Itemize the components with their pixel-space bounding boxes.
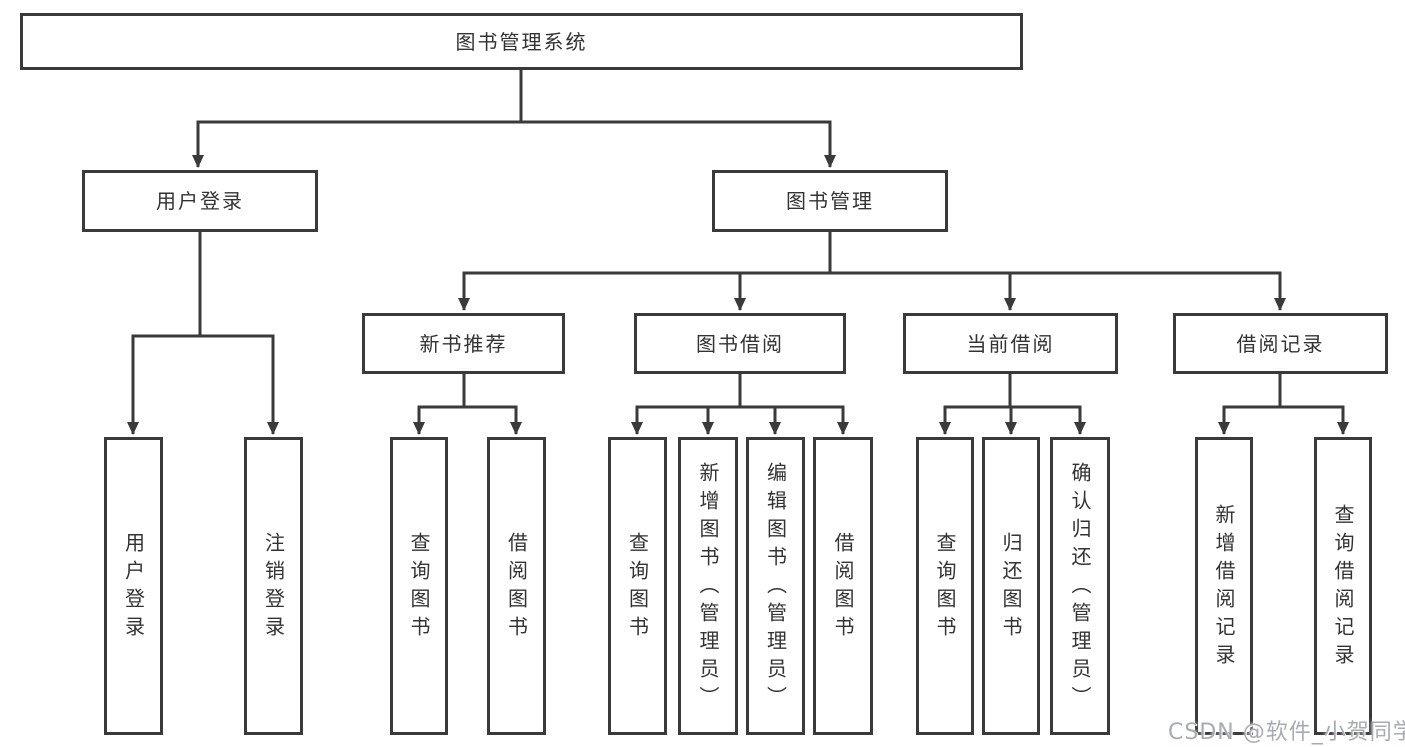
leaf-bb-query-books: 查询图书 xyxy=(608,437,667,735)
node-new-book-recommend: 新书推荐 xyxy=(362,313,565,374)
leaf-cb-return-books: 归还图书 xyxy=(982,437,1040,735)
leaf-logout: 注销登录 xyxy=(244,437,303,735)
leaf-br-query-record: 查询借阅记录 xyxy=(1314,437,1372,735)
leaf-br-add-record: 新增借阅记录 xyxy=(1195,437,1253,735)
connector-lines xyxy=(127,70,1349,435)
node-library-management-system: 图书管理系统 xyxy=(20,13,1023,70)
leaf-rec-borrow-books: 借阅图书 xyxy=(487,437,546,735)
node-book-borrow: 图书借阅 xyxy=(634,313,846,374)
leaf-bb-borrow-books: 借阅图书 xyxy=(813,437,873,735)
node-current-borrow: 当前借阅 xyxy=(903,313,1118,374)
node-borrow-record: 借阅记录 xyxy=(1173,313,1388,374)
leaf-cb-query-books: 查询图书 xyxy=(916,437,974,735)
leaf-cb-confirm-return-admin: 确认归还（管理员） xyxy=(1050,437,1110,735)
node-user-login: 用户登录 xyxy=(82,170,318,232)
leaf-user-login: 用户登录 xyxy=(104,437,163,735)
leaf-bb-edit-books-admin: 编辑图书（管理员） xyxy=(746,437,805,735)
leaf-bb-add-books-admin: 新增图书（管理员） xyxy=(678,437,738,735)
node-book-management: 图书管理 xyxy=(712,170,948,232)
watermark: CSDN @软件_小贺同学 xyxy=(1168,720,1405,745)
leaf-rec-query-books: 查询图书 xyxy=(390,437,448,735)
